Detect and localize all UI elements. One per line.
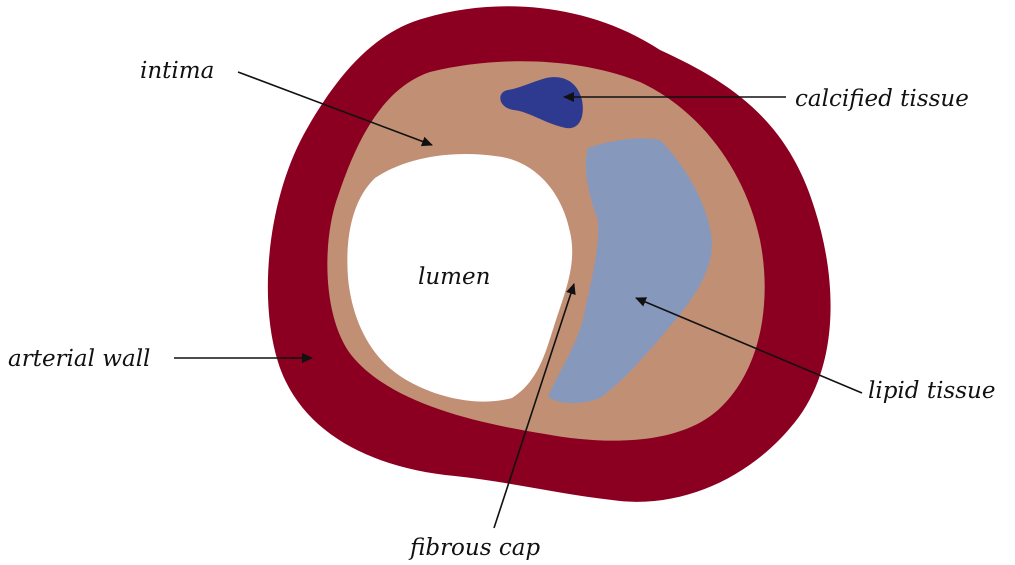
- fibrous-cap-label: fibrous cap: [408, 535, 540, 561]
- lumen-label: lumen: [418, 264, 490, 290]
- calcified-tissue-label: calcified tissue: [795, 86, 969, 112]
- arterial-wall-label: arterial wall: [8, 346, 150, 372]
- lipid-tissue-label: lipid tissue: [868, 378, 995, 404]
- intima-label: intima: [140, 58, 214, 84]
